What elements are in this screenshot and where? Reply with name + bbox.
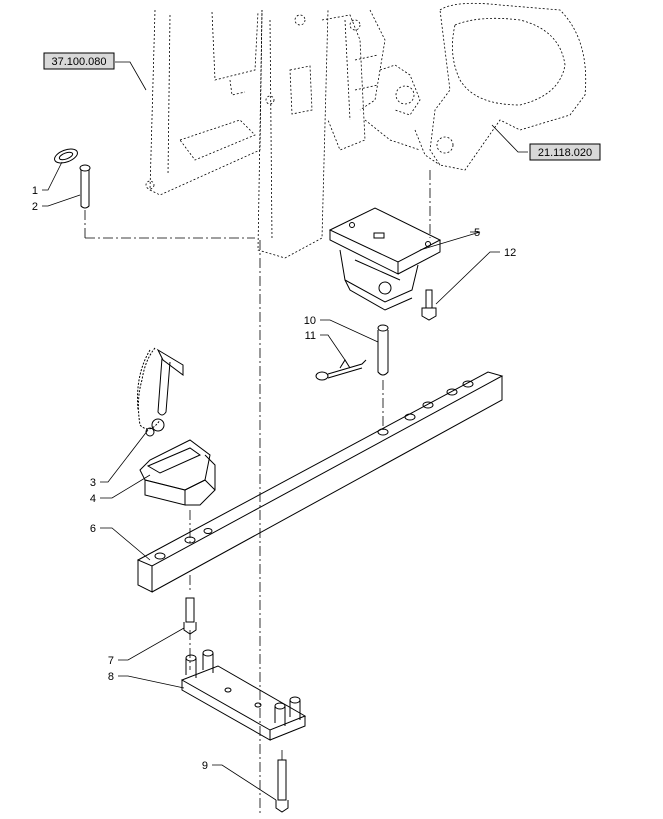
callout-9: 9 — [202, 760, 208, 772]
callout-12: 12 — [504, 247, 516, 259]
pin-with-chain — [137, 347, 184, 437]
bolt-long — [275, 759, 289, 813]
lower-plate — [180, 649, 307, 741]
callout-1: 1 — [32, 185, 38, 197]
hitch-pin — [377, 324, 389, 376]
callout-4: 4 — [90, 493, 96, 505]
callout-10: 10 — [304, 315, 316, 327]
callout-6: 6 — [90, 523, 96, 535]
reference-box-left[interactable]: 37.100.080 — [43, 52, 115, 70]
pin — [79, 164, 91, 209]
reference-label-right: 21.118.020 — [538, 147, 592, 159]
tractor-frame-right — [364, 2, 587, 171]
reference-box-right[interactable]: 21.118.020 — [529, 143, 601, 161]
drawbar-hook — [139, 439, 216, 506]
reference-label-left: 37.100.080 — [51, 56, 106, 68]
callout-8: 8 — [108, 671, 114, 683]
flange-bolt — [421, 289, 437, 321]
linch-pin-ring — [54, 148, 78, 164]
callout-3: 3 — [90, 477, 96, 489]
tractor-frame-center — [257, 9, 386, 259]
bolt-short — [183, 597, 197, 635]
callout-5: 5 — [474, 227, 480, 239]
callouts: 1 2 3 4 5 6 7 8 9 10 11 12 — [32, 185, 516, 772]
spring-clip — [315, 359, 367, 381]
bracket — [328, 207, 442, 311]
callout-7: 7 — [108, 655, 114, 667]
callout-11: 11 — [305, 330, 316, 342]
alignment-lines — [84, 170, 431, 815]
callout-2: 2 — [32, 201, 38, 213]
drawbar — [136, 371, 504, 593]
tractor-frame-left — [145, 9, 263, 196]
leader-lines — [42, 61, 528, 801]
